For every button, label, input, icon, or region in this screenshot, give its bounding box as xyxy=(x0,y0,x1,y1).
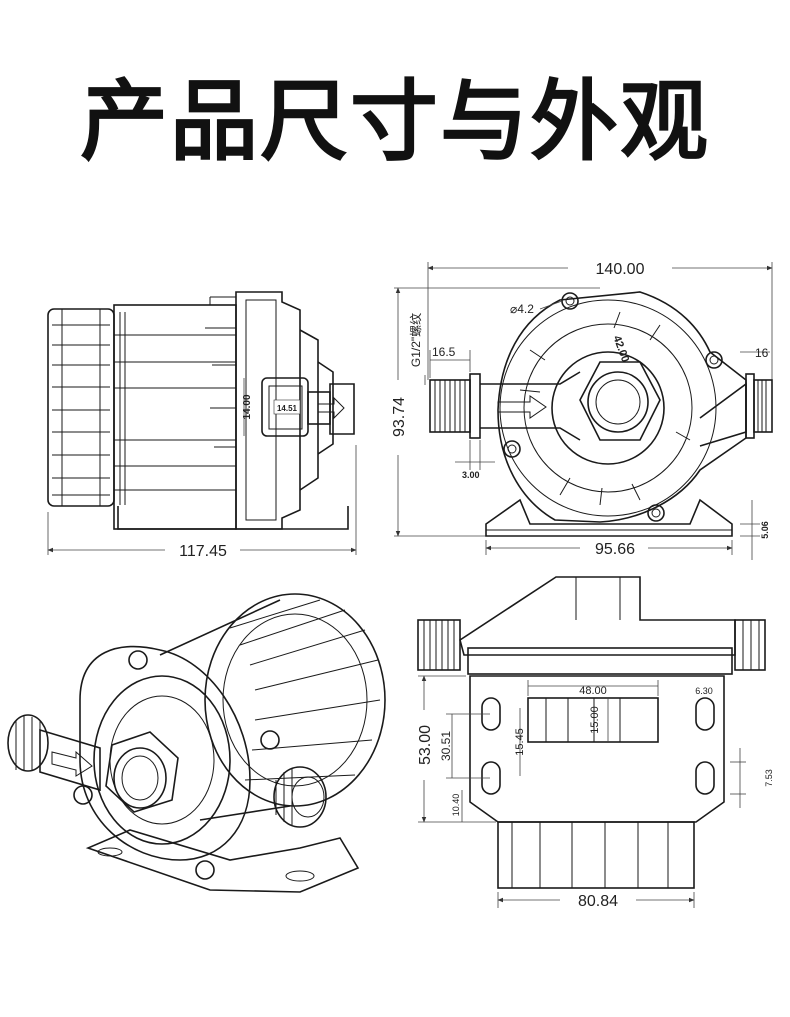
bottom-slot-offset: 15.45 xyxy=(514,728,526,756)
perspective-view xyxy=(7,593,386,893)
bottom-slot-inner: 15.00 xyxy=(589,706,601,734)
page-title: 产品尺寸与外观 xyxy=(79,70,710,173)
bottom-slot-width: 6.30 xyxy=(695,686,713,696)
front-view: 140.00 93.74 G1/2"螺纹 16.5 3.00 xyxy=(391,261,773,560)
front-hole-dia: ⌀4.2 xyxy=(510,302,534,316)
side-outlet-width: 14.51 xyxy=(277,404,298,413)
side-view: 14.00 14.51 117.45 xyxy=(47,291,357,560)
bottom-base-depth: 53.00 xyxy=(417,725,434,765)
front-inlet-length: 16.5 xyxy=(432,345,456,359)
front-base-width: 95.66 xyxy=(595,541,635,558)
bottom-edge-offset: 10.40 xyxy=(451,794,461,817)
front-outlet-length: 16 xyxy=(755,346,769,360)
side-overall-length: 117.45 xyxy=(179,543,227,560)
bottom-slot-length: 7.53 xyxy=(764,769,774,787)
front-thread-label: G1/2"螺纹 xyxy=(409,313,423,367)
front-impeller-dia: 42.00 xyxy=(610,334,631,364)
front-overall-height: 93.74 xyxy=(391,397,408,437)
bottom-motor-width: 80.84 xyxy=(578,893,618,910)
front-flange-offset: 3.00 xyxy=(462,470,480,480)
front-overall-width: 140.00 xyxy=(596,261,645,278)
side-outlet-height: 14.00 xyxy=(242,394,253,419)
bottom-slot-pitch-x: 48.00 xyxy=(579,685,607,697)
bottom-slot-spacing: 30.51 xyxy=(439,731,453,761)
front-base-thickness: 5.06 xyxy=(760,521,770,539)
bottom-view: 80.84 53.00 30.51 10.40 48.00 15.00 15.4… xyxy=(417,576,774,910)
